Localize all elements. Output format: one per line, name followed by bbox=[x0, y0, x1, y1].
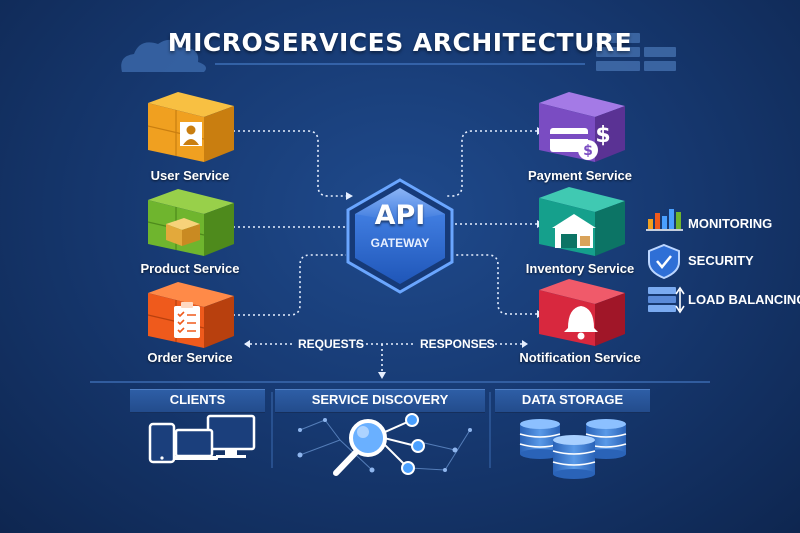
magnifier-icon bbox=[333, 419, 387, 476]
clients-label: CLIENTS bbox=[169, 392, 226, 407]
devices-icon bbox=[148, 414, 256, 464]
user-service-cube[interactable] bbox=[147, 92, 234, 162]
load-balancer-icon bbox=[648, 286, 685, 314]
inventory-service-cube[interactable] bbox=[539, 187, 625, 256]
notification-service-label: Notification Service bbox=[519, 350, 641, 365]
product-service-cube[interactable] bbox=[147, 189, 234, 256]
clients-header bbox=[130, 389, 265, 413]
product-service-label: Product Service bbox=[140, 261, 240, 276]
api-gateway-sublabel: GATEWAY bbox=[370, 236, 430, 250]
cloud-icon bbox=[121, 39, 206, 72]
responses-label: RESPONSES bbox=[420, 337, 495, 351]
monitoring-icon bbox=[646, 209, 683, 231]
bell-icon bbox=[564, 306, 598, 340]
connector-lines bbox=[233, 130, 537, 372]
order-service-cube[interactable] bbox=[147, 282, 234, 348]
service-discovery-label: SERVICE DISCOVERY bbox=[311, 392, 449, 407]
svg-text:$: $ bbox=[595, 123, 610, 148]
shield-icon bbox=[648, 243, 680, 280]
page-title: MICROSERVICES ARCHITECTURE bbox=[167, 28, 633, 57]
network-nodes bbox=[297, 413, 472, 475]
data-storage-label: DATA STORAGE bbox=[521, 392, 624, 407]
user-service-label: User Service bbox=[150, 168, 230, 183]
security-label: SECURITY bbox=[688, 253, 754, 268]
service-discovery-header bbox=[275, 389, 485, 413]
notification-service-cube[interactable] bbox=[539, 279, 625, 346]
requests-label: REQUESTS bbox=[298, 337, 365, 351]
api-gateway-hexagon[interactable] bbox=[346, 178, 454, 294]
load-balancing-label: LOAD BALANCING bbox=[688, 292, 800, 307]
data-storage-header bbox=[495, 389, 650, 413]
payment-service-cube[interactable]: $ $ bbox=[539, 92, 625, 162]
inventory-service-label: Inventory Service bbox=[525, 261, 635, 276]
warehouse-icon bbox=[552, 214, 596, 248]
server-rack-icon bbox=[596, 33, 676, 71]
monitoring-label: MONITORING bbox=[688, 216, 773, 231]
payment-service-label: Payment Service bbox=[527, 168, 633, 183]
clipboard-checklist-icon bbox=[174, 302, 200, 338]
svg-text:$: $ bbox=[583, 143, 593, 159]
credit-card-dollar-icon: $ $ bbox=[550, 123, 611, 160]
box-icon bbox=[166, 218, 200, 246]
database-icon bbox=[519, 419, 627, 479]
order-service-label: Order Service bbox=[147, 350, 233, 365]
api-gateway-label: API bbox=[374, 200, 426, 231]
